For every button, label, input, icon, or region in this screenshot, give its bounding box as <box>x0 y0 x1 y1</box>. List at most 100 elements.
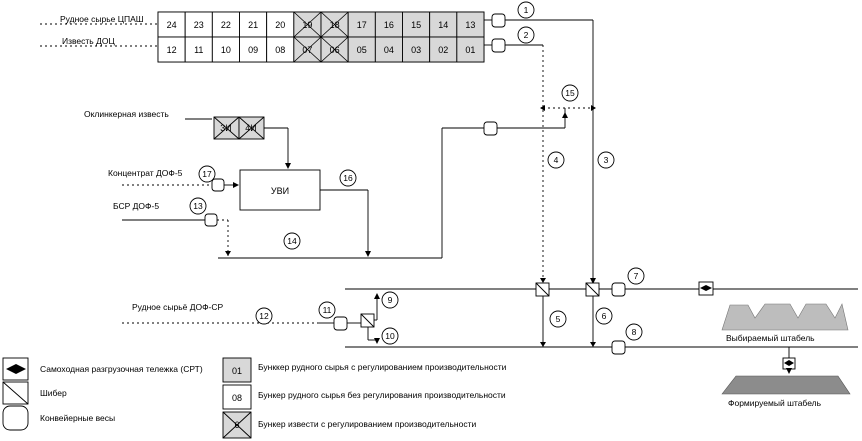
bunker-cell <box>456 36 485 63</box>
bunker-number: 15 <box>411 20 421 30</box>
concentrate-label: Концентрат ДОФ-5 <box>108 168 183 178</box>
bunker-number: 09 <box>248 45 258 55</box>
flow-number-circle <box>549 310 567 328</box>
flow-number-circle <box>255 307 273 325</box>
bunker-number: 01 <box>465 45 475 55</box>
flow-number: 15 <box>565 88 575 98</box>
bunker-cell <box>374 11 403 38</box>
bunker-number: 18 <box>330 20 340 30</box>
form-stack-shape <box>721 375 851 395</box>
legend-bunker-reg: Бунккер рудного сырья с регулированием п… <box>258 362 507 372</box>
lime-row-label: Известь ДОЦ <box>62 36 115 46</box>
bunker-cell <box>266 36 295 63</box>
flow-number-circle <box>189 197 207 215</box>
bunker-4i-label: 4И <box>245 123 256 133</box>
flow-number: 9 <box>388 295 393 305</box>
scale-icon <box>491 38 506 53</box>
form-stack-label: Формируемый штабель <box>728 398 822 408</box>
scale-legend-icon <box>2 405 29 431</box>
bunker-noreg-legend <box>222 384 252 410</box>
bunker-cell <box>374 36 403 63</box>
flow-number: 11 <box>323 305 332 315</box>
slag-lime-label: Оклинкерная известь <box>84 109 169 119</box>
flow-number-circle <box>627 267 645 285</box>
bunker-number: 06 <box>330 45 340 55</box>
flow-number-circle <box>198 165 216 183</box>
bunker-number: 20 <box>275 20 285 30</box>
bunker-number: 13 <box>465 20 475 30</box>
bunker-number: 19 <box>302 20 312 30</box>
flow-number-circle <box>625 323 643 341</box>
bunker-cell <box>402 36 431 63</box>
legend-trolley: Самоходная разгрузочная тележка (СРТ) <box>40 364 203 374</box>
bunker-number: 02 <box>438 45 448 55</box>
flow-number: 3 <box>604 155 609 165</box>
flow-number: 8 <box>632 327 637 337</box>
bunker-number: 08 <box>275 45 285 55</box>
trolley-legend-icon <box>6 364 26 374</box>
flow-number-circle <box>597 151 615 169</box>
bunker-number: 04 <box>384 45 394 55</box>
legend-sample-lime: 6 <box>234 420 239 430</box>
flow-number-circle <box>561 84 579 102</box>
uvi-label: УВИ <box>271 186 289 196</box>
scale-icon <box>333 316 348 331</box>
bunker-number: 24 <box>167 20 177 30</box>
scale-icon <box>211 178 225 192</box>
bunker-number: 14 <box>438 20 448 30</box>
scale-icon <box>491 13 506 28</box>
legend-bunker-noreg: Бункер рудного сырья без регулирования п… <box>258 390 506 400</box>
flow-number-circle <box>381 327 399 345</box>
bunker-number: 17 <box>357 20 367 30</box>
legend-gate: Шибер <box>40 388 67 398</box>
flow-number: 17 <box>202 169 212 179</box>
flow-number: 2 <box>524 30 529 40</box>
bunker-cell <box>429 36 458 63</box>
bunker-number: 11 <box>194 45 203 55</box>
uvi-unit <box>239 169 321 211</box>
extract-stack-label: Выбираемый штабель <box>726 333 815 343</box>
flow-number: 6 <box>602 311 607 321</box>
bunker-number: 16 <box>384 20 394 30</box>
flow-number: 10 <box>385 331 395 341</box>
scale-icon <box>611 282 626 297</box>
flow-number-circle <box>318 301 336 319</box>
bunker-number: 12 <box>167 45 177 55</box>
legend-sample-reg: 01 <box>232 366 242 376</box>
flow-number-circle <box>339 169 357 187</box>
bunker-number: 22 <box>221 20 231 30</box>
bunker-number: 10 <box>221 45 231 55</box>
flow-number-circle <box>517 1 535 19</box>
bsr-label: БСР ДОФ-5 <box>113 201 159 211</box>
bunker-number: 03 <box>411 45 421 55</box>
flow-number: 13 <box>193 201 203 211</box>
legend-sample-noreg: 08 <box>232 393 242 403</box>
bunker-reg-legend <box>222 357 252 383</box>
bunker-number: 21 <box>248 20 258 30</box>
extract-stack-shape <box>721 303 849 331</box>
scale-icon <box>204 213 218 227</box>
bunker-cell <box>402 11 431 38</box>
flow-number: 5 <box>556 314 561 324</box>
legend-scale: Конвейерные весы <box>40 413 115 423</box>
bunker-row-top: 24 23 22 21 20 19 18 17 16 15 14 13 <box>157 11 485 38</box>
bunker-cell <box>266 11 295 38</box>
bunker-number: 07 <box>302 45 312 55</box>
scale-icon <box>611 340 626 355</box>
flow-number-circle <box>547 151 565 169</box>
legend: Самоходная разгрузочная тележка (СРТ) Ши… <box>2 357 507 439</box>
flow-number: 1 <box>524 5 529 15</box>
flow-number: 12 <box>259 311 269 321</box>
flow-number: 16 <box>343 173 353 183</box>
bunker-3i-label: 3И <box>220 123 231 133</box>
bunker-cell <box>429 11 458 38</box>
bunker-number: 23 <box>194 20 204 30</box>
legend-bunker-lime: Бункер извести с регулированием производ… <box>258 419 476 429</box>
flow-number-circle <box>595 307 613 325</box>
flow-number: 7 <box>634 271 639 281</box>
flow-number-circle <box>517 26 535 44</box>
flow-number-circle <box>381 291 399 309</box>
